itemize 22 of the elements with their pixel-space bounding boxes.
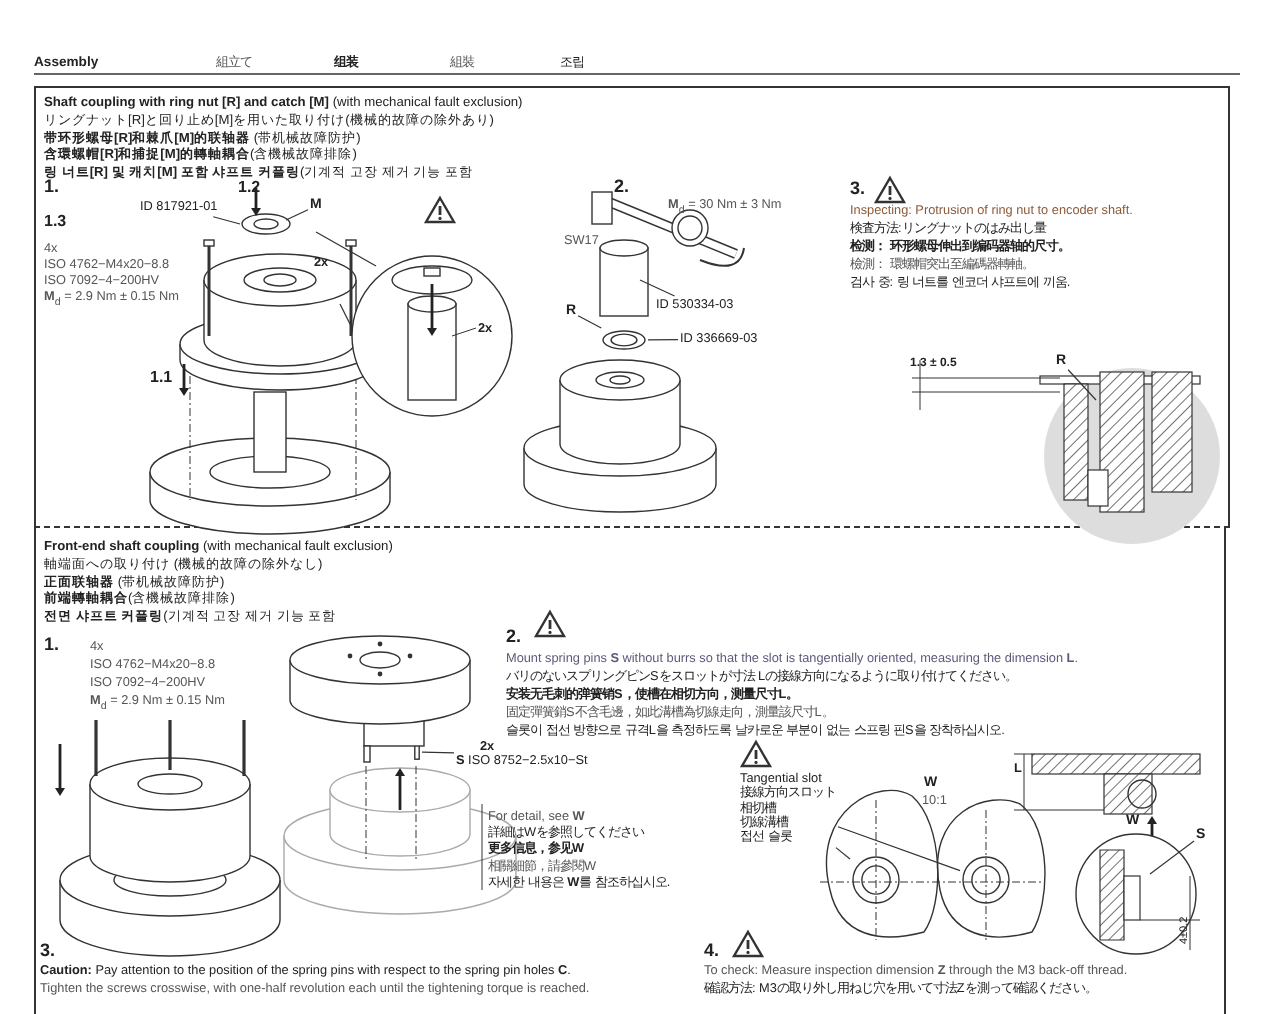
leader-line bbox=[577, 315, 602, 329]
step-number: 1.3 bbox=[44, 212, 67, 231]
step-number: 1. bbox=[44, 634, 60, 655]
leader-line bbox=[285, 209, 309, 221]
step-number: 1.1 bbox=[150, 368, 173, 387]
step-number: 4. bbox=[704, 940, 720, 961]
leader-line bbox=[647, 339, 679, 341]
leader-line bbox=[421, 751, 455, 754]
leader-line bbox=[639, 279, 676, 297]
step-number: 3. bbox=[850, 178, 866, 199]
leader-line bbox=[1067, 369, 1097, 401]
pin-hole bbox=[852, 856, 900, 904]
step-number: 2. bbox=[506, 626, 522, 647]
pin-hole bbox=[962, 856, 1010, 904]
step-number: 1. bbox=[44, 176, 60, 197]
ring-nut bbox=[602, 330, 646, 350]
step-number: 3. bbox=[40, 940, 56, 961]
leader-line bbox=[837, 826, 961, 872]
leader-line bbox=[835, 847, 851, 860]
leader-line bbox=[212, 216, 241, 225]
step-number: 2. bbox=[614, 176, 630, 197]
leader-line bbox=[1149, 840, 1195, 875]
